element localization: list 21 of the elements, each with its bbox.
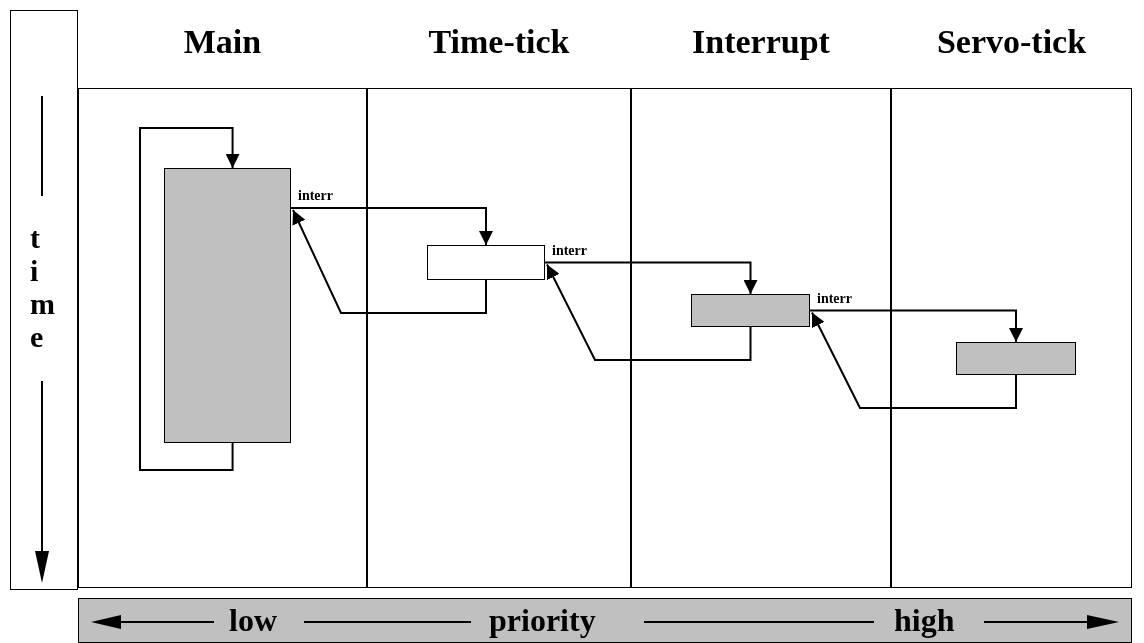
column-heading: Time-tick — [427, 23, 571, 61]
arrow — [544, 261, 758, 295]
axis-label: time — [30, 221, 60, 353]
arrow — [546, 263, 752, 361]
process-box — [427, 245, 545, 280]
process-box — [956, 342, 1076, 375]
arrow — [811, 311, 1017, 409]
column-heading: Servo-tick — [935, 23, 1088, 61]
arrow — [139, 127, 240, 471]
process-box — [691, 294, 810, 327]
arrow — [292, 209, 487, 314]
column-heading: Interrupt — [691, 23, 831, 61]
priority-bar — [78, 598, 1132, 643]
axis-label: low — [229, 602, 277, 638]
time-axis-panel — [10, 10, 78, 590]
column-heading: Main — [182, 23, 263, 61]
arrow — [809, 309, 1023, 343]
axis-label: priority — [489, 602, 596, 638]
axis-label: high — [894, 602, 955, 638]
process-box — [164, 168, 291, 443]
arrow — [290, 207, 493, 246]
